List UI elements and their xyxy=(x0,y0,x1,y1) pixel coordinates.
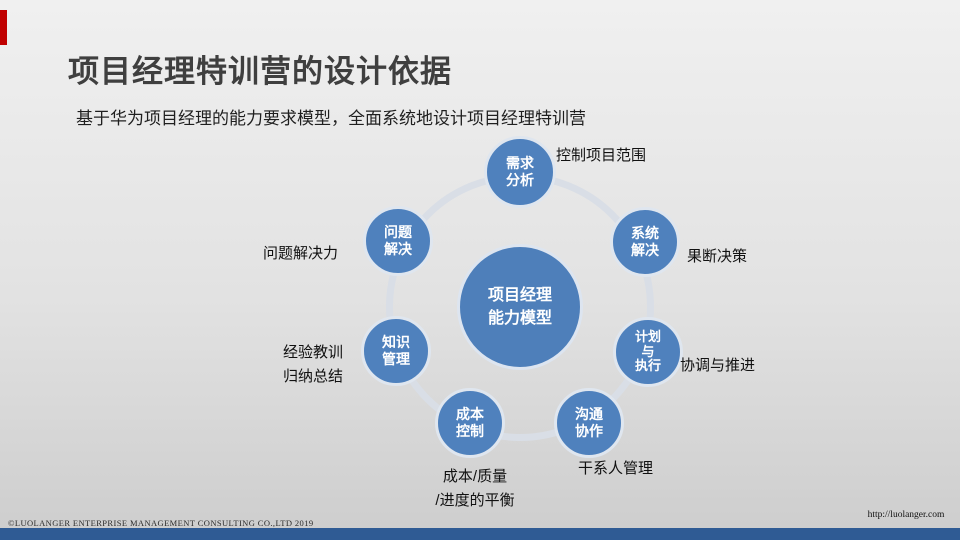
subtitle: 基于华为项目经理的能力要求模型，全面系统地设计项目经理特训营 xyxy=(76,109,586,128)
annotation-control-project-scope: 控制项目范围 xyxy=(556,147,647,164)
annotation-decisive-decision: 果断决策 xyxy=(687,248,748,265)
satellite-cost-control: 成本 控制 xyxy=(435,388,505,458)
annotation-coordinate-and-promote: 协调与推进 xyxy=(680,357,756,374)
annotation-problem-solving-ability: 问题解决力 xyxy=(263,245,339,262)
center-circle-capability-model: 项目经理 能力模型 xyxy=(457,244,583,370)
satellite-knowledge-management: 知识 管理 xyxy=(361,316,431,386)
annotation-cost-quality-schedule-balance: 成本/质量 /进度的平衡 xyxy=(435,468,515,509)
annotation-stakeholder-management: 干系人管理 xyxy=(578,460,654,477)
bottom-blue-bar xyxy=(0,528,960,540)
page-title: 项目经理特训营的设计依据 xyxy=(68,54,452,89)
website-url: http://luolanger.com xyxy=(867,510,945,520)
red-accent-bar xyxy=(0,10,7,45)
satellite-requirements-analysis: 需求 分析 xyxy=(484,136,556,208)
satellite-problem-solving: 问题 解决 xyxy=(363,206,433,276)
satellite-system-solving: 系统 解决 xyxy=(610,207,680,277)
copyright-text: ©LUOLANGER ENTERPRISE MANAGEMENT CONSULT… xyxy=(8,518,314,528)
satellite-communication-collaboration: 沟通 协作 xyxy=(554,388,624,458)
annotation-lessons-learned-summary: 经验教训 归纳总结 xyxy=(283,344,344,385)
satellite-plan-and-execution: 计划 与 执行 xyxy=(613,317,683,387)
